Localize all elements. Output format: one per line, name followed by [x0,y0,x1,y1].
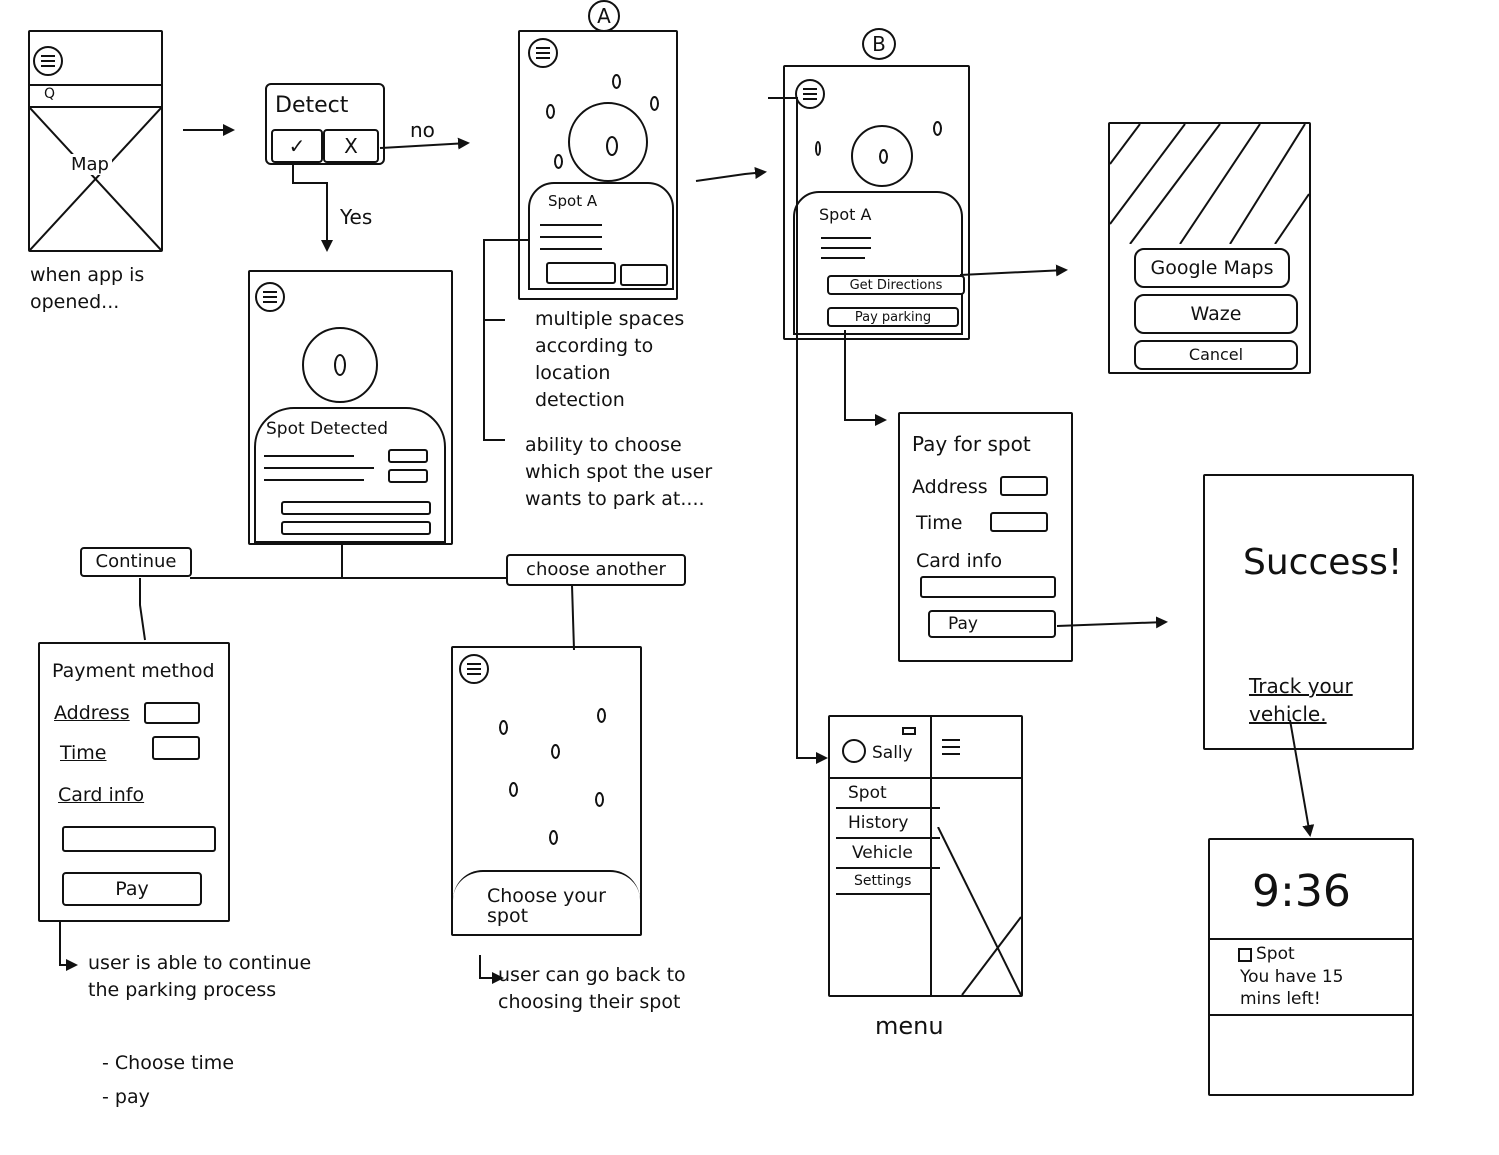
menu-icon[interactable] [255,282,285,312]
address-label: Address [54,702,130,724]
flag-icon [902,727,916,735]
menu-item-history[interactable]: History [848,813,909,833]
choose-another-button[interactable]: choose another [506,554,686,586]
arrow-a-to-b [695,167,767,182]
time-label: Time [916,512,963,534]
map-placeholder-icon [30,108,161,250]
spot-detected-card: Spot Detected [254,407,446,543]
success-title: Success! [1243,542,1403,583]
pay-button[interactable]: Pay [928,610,1056,638]
time-label: Time [60,742,107,764]
payment-method-screen: Payment method Address Time Card info Pa… [38,642,230,922]
card-info-field[interactable] [62,826,216,852]
location-pin-icon [606,136,618,156]
detect-dialog: Detect ✓ X [265,83,385,165]
home-note: when app is opened... [30,264,145,313]
spot-detected-title: Spot Detected [266,419,388,439]
choose-spot-note: user can go back to choosing their spot [498,964,686,1013]
detect-title: Detect [275,93,349,118]
spot-checkbox-icon[interactable] [1238,948,1252,962]
no-label: no [410,118,435,142]
card-info-label: Card info [916,550,1003,572]
waze-button[interactable]: Waze [1134,294,1298,334]
pay-for-spot-title: Pay for spot [912,432,1031,456]
choose-spot-screen: Choose your spot [451,646,642,936]
time-field[interactable] [152,736,200,760]
hatched-background [1110,124,1309,244]
payment-bullet-pay: - pay [102,1086,150,1108]
pay-button[interactable]: Pay [62,872,202,906]
menu-item-vehicle[interactable]: Vehicle [852,843,913,863]
spot-a-card: Spot A [528,182,674,290]
avatar[interactable] [842,739,866,763]
time-field[interactable] [990,512,1048,532]
branch-continue [139,578,146,641]
directions-sheet: Google Maps Waze Cancel [1108,122,1311,374]
screen-a-marker: A [588,0,620,32]
detect-yes-button[interactable]: ✓ [271,129,323,163]
continue-button[interactable]: Continue [80,547,192,577]
menu-caption: menu [875,1012,944,1040]
google-maps-button[interactable]: Google Maps [1134,248,1290,288]
branch-choose [571,584,575,651]
track-vehicle-link[interactable]: Track your vehicle. [1249,674,1353,726]
selected-spot-circle [568,102,648,182]
note-multiple-spaces: multiple spaces according to location de… [535,308,685,411]
payment-bullet-time: - Choose time [102,1052,235,1074]
arrow-directions [959,264,1068,277]
search-input[interactable]: Q [44,86,56,102]
bracket-notes [483,239,530,441]
address-field[interactable] [1000,476,1048,496]
menu-icon[interactable] [528,38,558,68]
spot-a-title: Spot A [548,192,598,210]
yes-label: Yes [340,205,373,229]
address-field[interactable] [144,702,200,724]
time-remaining-text: You have 15 mins left! [1240,967,1344,1009]
map-label: Map [68,154,112,175]
location-pin-icon [879,149,888,164]
spot-b-title: Spot A [819,205,872,224]
payment-method-title: Payment method [52,660,215,682]
timer-screen: 9:36 Spot You have 15 mins left! [1208,838,1414,1096]
spot-b-card: Spot A Get Directions Pay parking [793,191,965,335]
note-choose-spot: ability to choose which spot the user wa… [525,434,713,510]
timer-display: 9:36 [1252,866,1351,917]
get-directions-button[interactable]: Get Directions [827,275,965,295]
choose-spot-sheet: Choose your spot [453,870,640,934]
choose-spot-title: Choose your spot [487,885,606,927]
card-info-field[interactable] [920,576,1056,598]
detect-no-button[interactable]: X [323,129,379,163]
spot-detected-screen: Spot Detected [248,270,453,545]
menu-user-name: Sally [872,743,913,763]
menu-screen: Sally Spot History Vehicle Settings [828,715,1023,997]
menu-icon[interactable] [795,79,825,109]
selected-spot-circle [851,125,913,187]
location-pin-circle [302,327,378,403]
timer-spot-label: Spot [1256,944,1295,964]
menu-icon[interactable] [33,46,63,76]
arrow-pay-parking [844,330,887,426]
pay-for-spot-screen: Pay for spot Address Time Card info Pay [898,412,1073,662]
success-screen: Success! Track your vehicle. [1203,474,1414,750]
arrow-detect-yes [292,165,333,252]
content-placeholder-icon [937,827,1021,995]
menu-item-spot[interactable]: Spot [848,783,887,803]
screen-b: Spot A Get Directions Pay parking [783,65,970,340]
screen-b-marker: B [862,28,896,60]
arrow-success-timer [1289,719,1315,837]
menu-item-settings[interactable]: Settings [854,873,912,889]
location-pin-icon [334,354,346,376]
arrow-pay-success [1056,616,1168,629]
home-screen: Q Map [28,30,163,252]
menu-icon[interactable] [459,654,489,684]
card-info-label: Card info [58,784,145,806]
payment-note: user is able to continue the parking pro… [88,952,312,1001]
arrow-detect-no [379,137,470,150]
screen-a: Spot A [518,30,678,300]
menu-close-icon[interactable] [942,739,960,741]
pay-parking-button[interactable]: Pay parking [827,307,959,327]
cancel-button[interactable]: Cancel [1134,340,1298,370]
address-label: Address [912,476,988,498]
